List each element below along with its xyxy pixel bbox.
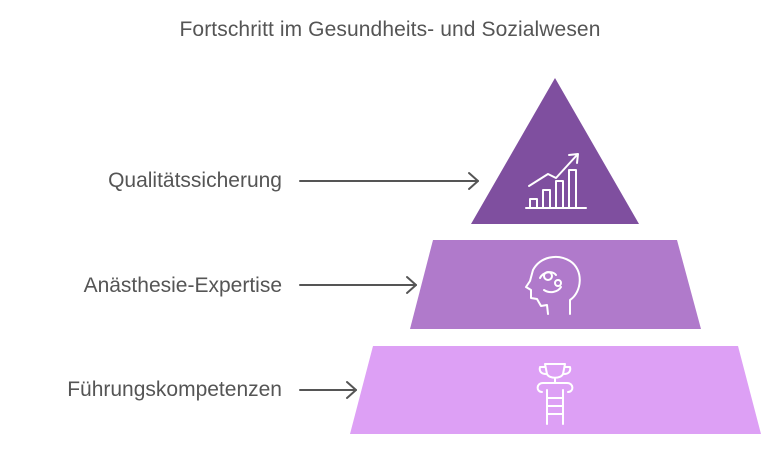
arrow-fuehrungskompetenzen xyxy=(299,381,357,399)
bar-chart-trend-icon xyxy=(525,153,587,209)
arrow-anaesthesie-expertise xyxy=(299,276,417,294)
label-anaesthesie-expertise: Anästhesie-Expertise xyxy=(83,274,282,297)
label-qualitaetssicherung: Qualitätssicherung xyxy=(108,169,282,192)
trophy-ladder-icon xyxy=(536,363,574,425)
pyramid-tier-top xyxy=(471,78,639,224)
diagram-title: Fortschritt im Gesundheits- und Sozialwe… xyxy=(179,18,601,41)
arrow-qualitaetssicherung xyxy=(299,172,479,190)
label-fuehrungskompetenzen: Führungskompetenzen xyxy=(67,378,282,401)
head-brain-icon xyxy=(525,255,581,315)
pyramid-tier-bottom xyxy=(350,346,761,434)
